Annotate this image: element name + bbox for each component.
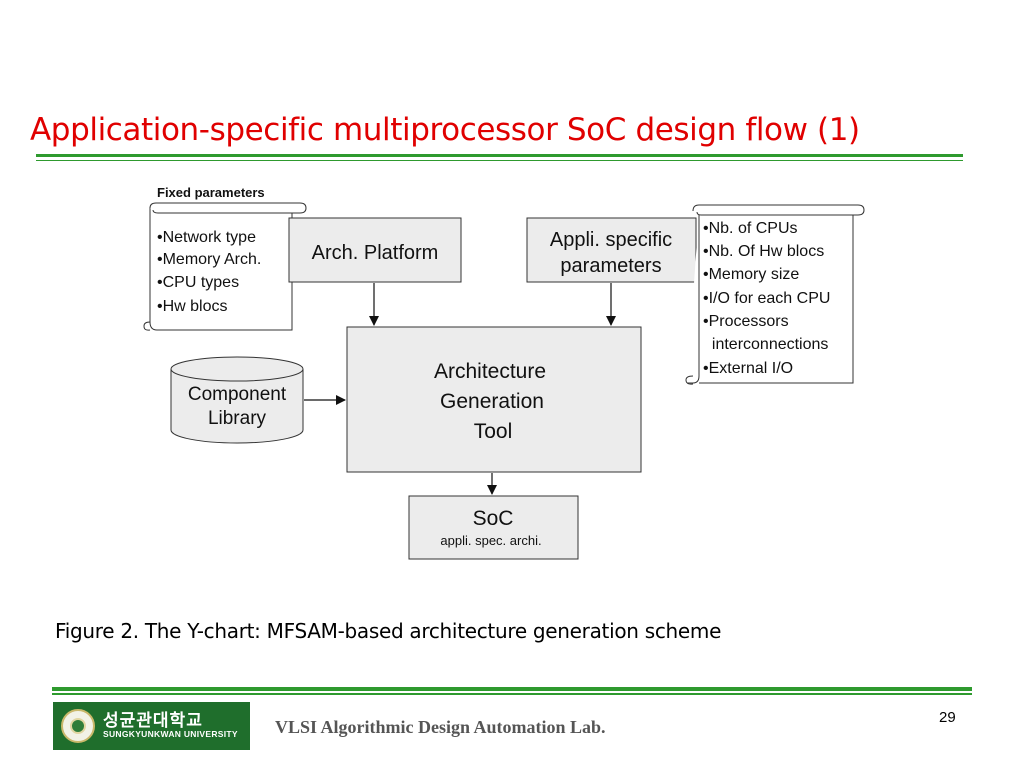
appli-param-item: •Nb. of CPUs (703, 220, 798, 237)
arch-platform-box (288, 217, 462, 283)
tool-label-line1: Architecture (434, 360, 546, 383)
footer-rule-thin (52, 693, 972, 695)
fixed-param-item: •CPU types (157, 274, 239, 291)
appli-specific-box (526, 217, 697, 283)
arch-platform-label: Arch. Platform (312, 242, 439, 264)
university-seal-icon (61, 709, 95, 743)
university-name-korean: 성균관대학교 (103, 710, 203, 731)
component-library-cylinder (170, 356, 304, 444)
title-rule (36, 154, 963, 157)
appli-param-item: •Memory size (703, 266, 799, 283)
appli-param-item: •Processors (703, 313, 789, 330)
fixed-parameters-heading: Fixed parameters (157, 185, 265, 200)
fixed-param-item: •Hw blocs (157, 298, 228, 315)
architecture-generation-tool-box (346, 326, 642, 473)
tool-label-line3: Tool (474, 420, 513, 443)
appli-specific-label-line2: parameters (560, 255, 661, 277)
y-chart-diagram: Fixed parameters •Network type •Memory A… (143, 185, 865, 560)
fixed-param-item: •Network type (157, 229, 256, 246)
title-rule-thin (36, 160, 963, 161)
lab-name: VLSI Algorithmic Design Automation Lab. (275, 717, 606, 737)
fixed-param-item: •Memory Arch. (157, 251, 261, 268)
appli-specific-label-line1: Appli. specific (550, 229, 672, 251)
component-library-label-line1: Component (188, 384, 287, 405)
application-parameters-scroll (685, 204, 865, 385)
soc-sublabel: appli. spec. archi. (440, 533, 541, 548)
page-number: 29 (939, 709, 956, 726)
slide-title: Application-specific multiprocessor SoC … (30, 112, 860, 148)
figure-caption: Figure 2. The Y-chart: MFSAM-based archi… (55, 619, 722, 643)
fixed-parameters-scroll (143, 202, 307, 331)
appli-param-item: •I/O for each CPU (703, 290, 830, 307)
appli-param-item: •External I/O (703, 360, 793, 377)
appli-param-item: interconnections (703, 336, 828, 353)
component-library-label-line2: Library (208, 408, 267, 429)
footer-rule (52, 687, 972, 691)
soc-label: SoC (473, 507, 514, 530)
university-logo: 성균관대학교 SUNGKYUNKWAN UNIVERSITY (53, 702, 250, 750)
soc-box (408, 495, 579, 560)
appli-param-item: •Nb. Of Hw blocs (703, 243, 824, 260)
tool-label-line2: Generation (440, 390, 544, 413)
university-name-english: SUNGKYUNKWAN UNIVERSITY (103, 729, 238, 740)
